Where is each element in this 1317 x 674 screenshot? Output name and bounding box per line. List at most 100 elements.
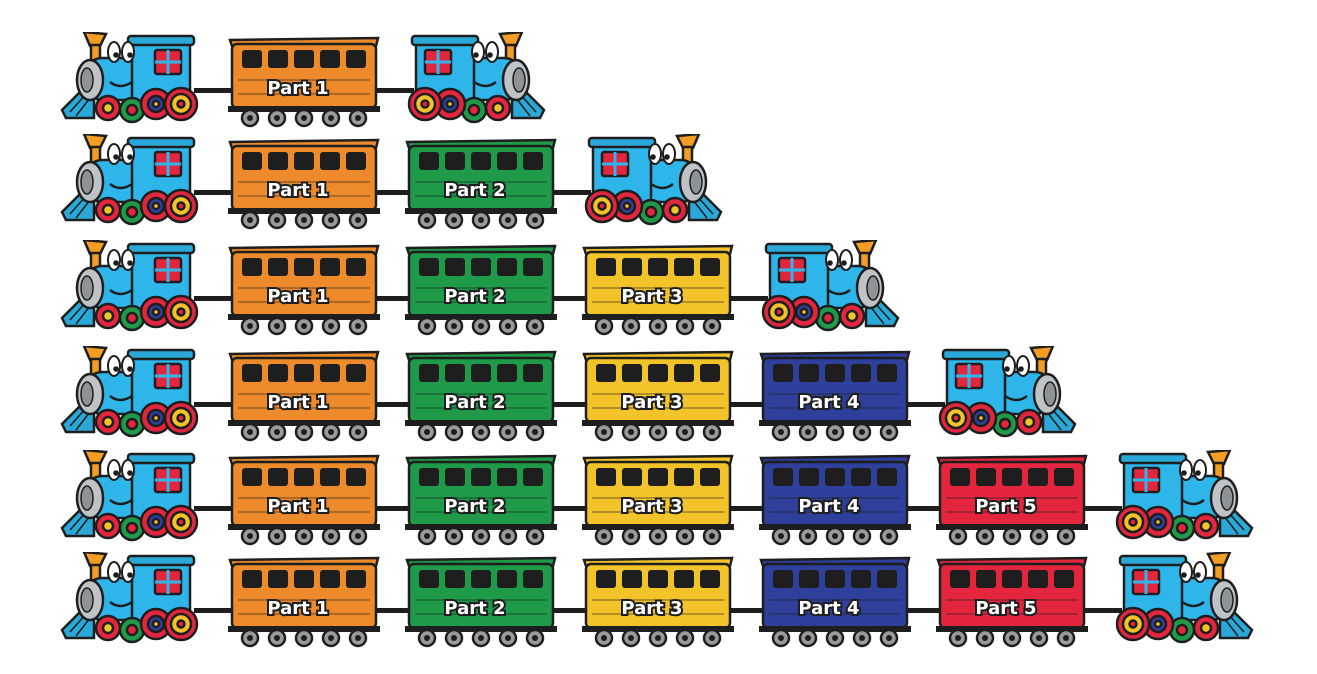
car-label: Part 4	[798, 392, 859, 413]
coupling	[194, 608, 232, 613]
car-label: Part 3	[621, 496, 682, 517]
car-window	[497, 364, 517, 382]
car-window	[523, 364, 543, 382]
car-window	[950, 468, 970, 486]
car-window	[294, 50, 314, 68]
car-window	[523, 468, 543, 486]
car-window	[419, 364, 439, 382]
engine-front	[60, 240, 199, 332]
train-car-part-1: Part 1	[228, 244, 380, 336]
train-car-part-4: Part 4	[759, 350, 911, 442]
car-window	[877, 364, 897, 382]
car-window	[471, 364, 491, 382]
train-car-part-2: Part 2	[405, 244, 557, 336]
car-window	[346, 50, 366, 68]
train-car-part-2: Part 2	[405, 138, 557, 230]
car-window	[320, 152, 340, 170]
car-window	[773, 468, 793, 486]
engine-front	[60, 450, 199, 542]
train-car-part-4: Part 4	[759, 454, 911, 546]
car-window	[596, 364, 616, 382]
train-row-5: Part 1 Part 2 Part 3 Part 4 Part 5	[60, 450, 1254, 546]
coupling	[730, 296, 768, 301]
car-window	[1028, 468, 1048, 486]
train-car-part-3: Part 3	[582, 244, 734, 336]
coupling	[376, 402, 409, 407]
coupling	[1084, 608, 1122, 613]
train-car-part-1: Part 1	[228, 454, 380, 546]
train-car-part-2: Part 2	[405, 454, 557, 546]
train-car-part-1: Part 1	[228, 138, 380, 230]
car-window	[700, 468, 720, 486]
engine-front	[60, 346, 199, 438]
car-window	[242, 364, 262, 382]
coupling	[730, 402, 763, 407]
engine-front	[60, 552, 199, 644]
car-window	[445, 258, 465, 276]
coupling	[376, 608, 409, 613]
train-car-part-5: Part 5	[936, 556, 1088, 648]
coupling	[730, 506, 763, 511]
car-window	[419, 570, 439, 588]
car-window	[674, 364, 694, 382]
car-label: Part 1	[267, 78, 328, 99]
coupling	[730, 608, 763, 613]
car-window	[471, 152, 491, 170]
car-window	[268, 570, 288, 588]
car-window	[825, 468, 845, 486]
car-window	[497, 468, 517, 486]
engine-rear	[938, 346, 1077, 438]
coupling	[553, 402, 586, 407]
car-window	[877, 468, 897, 486]
engine-rear	[1115, 552, 1254, 644]
car-window	[268, 364, 288, 382]
train-car-part-5: Part 5	[936, 454, 1088, 546]
car-window	[596, 570, 616, 588]
car-label: Part 2	[444, 286, 505, 307]
car-window	[674, 258, 694, 276]
car-window	[1028, 570, 1048, 588]
engine-front	[60, 32, 199, 124]
engine-rear	[1115, 450, 1254, 542]
engine-rear	[584, 134, 723, 226]
car-window	[346, 468, 366, 486]
coupling	[553, 506, 586, 511]
car-window	[851, 468, 871, 486]
coupling	[376, 190, 409, 195]
coupling	[376, 296, 409, 301]
car-window	[346, 258, 366, 276]
car-window	[346, 570, 366, 588]
car-window	[773, 570, 793, 588]
car-window	[622, 570, 642, 588]
car-label: Part 2	[444, 392, 505, 413]
car-window	[242, 258, 262, 276]
car-window	[523, 570, 543, 588]
car-window	[445, 570, 465, 588]
car-label: Part 2	[444, 180, 505, 201]
car-window	[596, 258, 616, 276]
car-window	[445, 152, 465, 170]
car-label: Part 3	[621, 392, 682, 413]
car-window	[346, 152, 366, 170]
car-window	[877, 570, 897, 588]
car-window	[648, 364, 668, 382]
car-window	[242, 570, 262, 588]
car-window	[648, 258, 668, 276]
car-window	[1002, 468, 1022, 486]
car-window	[419, 258, 439, 276]
car-label: Part 3	[621, 286, 682, 307]
car-window	[320, 50, 340, 68]
train-car-part-1: Part 1	[228, 36, 380, 128]
train-car-part-1: Part 1	[228, 350, 380, 442]
car-window	[294, 570, 314, 588]
car-window	[674, 570, 694, 588]
car-label: Part 2	[444, 496, 505, 517]
car-window	[700, 364, 720, 382]
car-window	[471, 468, 491, 486]
train-car-part-3: Part 3	[582, 350, 734, 442]
train-car-part-2: Part 2	[405, 350, 557, 442]
car-window	[622, 468, 642, 486]
engine-rear	[407, 32, 546, 124]
car-window	[700, 570, 720, 588]
